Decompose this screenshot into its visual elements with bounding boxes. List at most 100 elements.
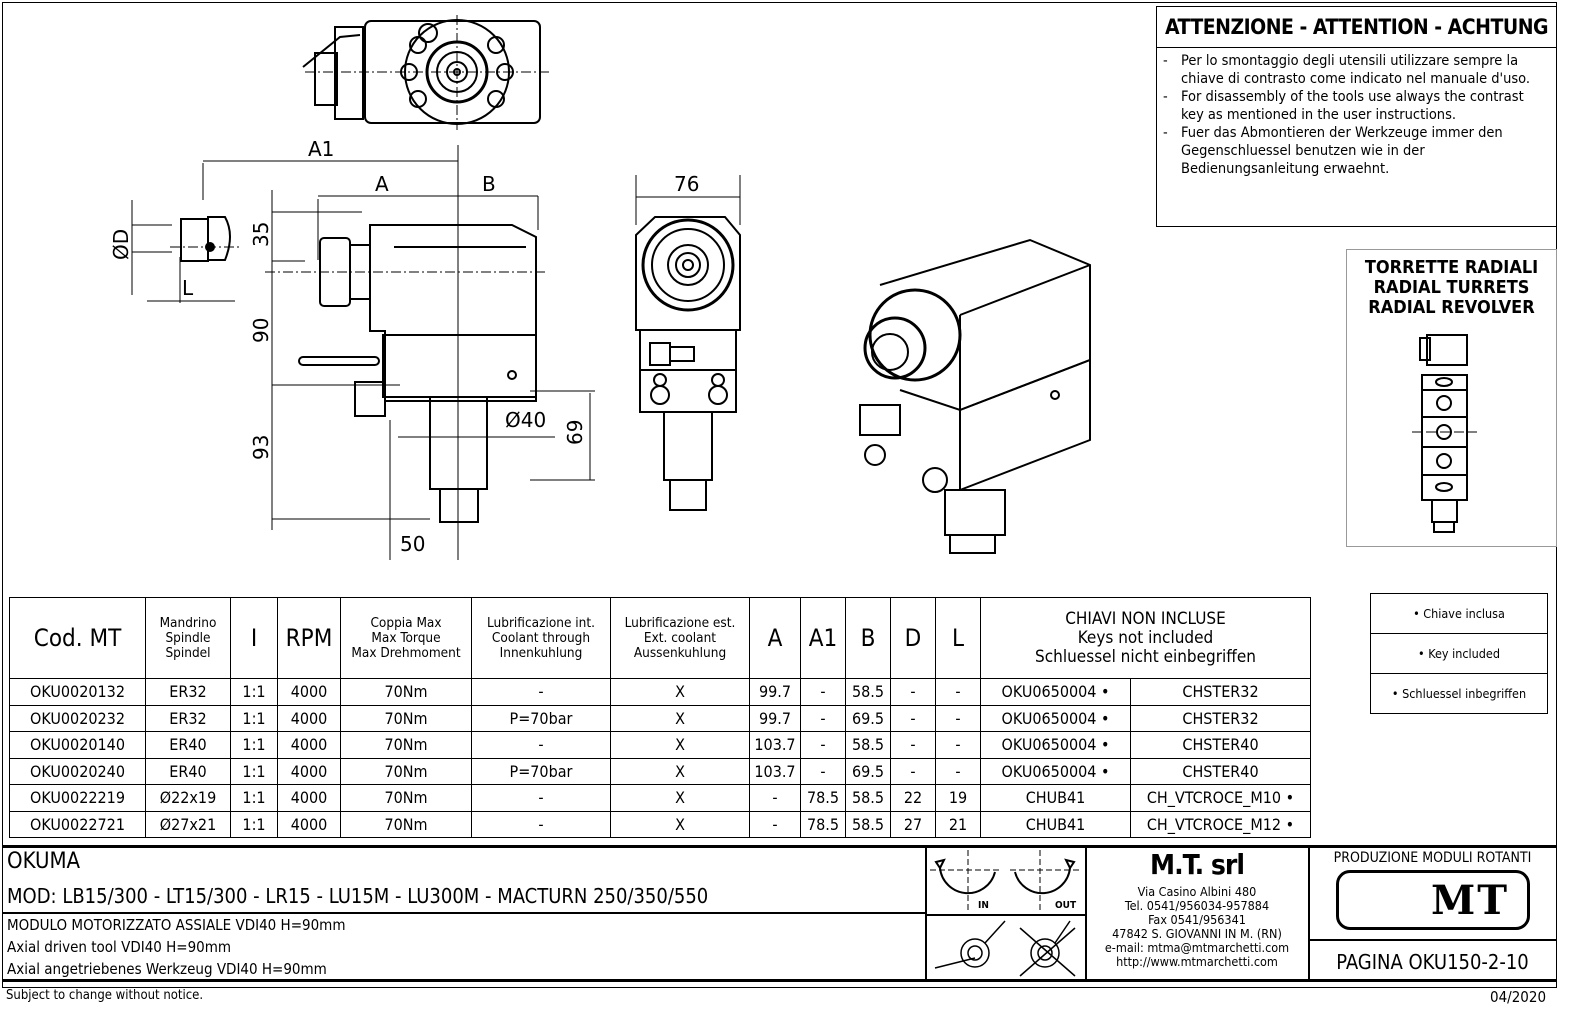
turret-type-box: TORRETTE RADIALI RADIAL TURRETS RADIAL R… xyxy=(1346,249,1557,547)
cell-torque: 70Nm xyxy=(340,704,472,732)
col-b: B xyxy=(845,597,891,679)
cell-coolant-int: P=70bar xyxy=(471,704,611,732)
dim-93: 93 xyxy=(249,435,273,460)
cell-coolant-int: - xyxy=(471,678,611,706)
col-ratio: I xyxy=(230,597,278,679)
cell-ratio: 1:1 xyxy=(230,810,278,838)
col-l: L xyxy=(935,597,981,679)
cell-rpm: 4000 xyxy=(277,678,341,706)
attention-item-de: -Fuer das Abmontieren der Werkzeuge imme… xyxy=(1163,125,1503,177)
cell-spindle: ER40 xyxy=(145,757,231,785)
cell-coolant-ext: X xyxy=(610,731,750,759)
cell-a: 99.7 xyxy=(749,678,801,706)
attention-item-it: -Per lo smontaggio degli utensili utiliz… xyxy=(1163,53,1531,87)
dim-d: ØD xyxy=(109,229,133,260)
cell-coolant-int: - xyxy=(471,784,611,812)
col-rpm: RPM xyxy=(277,597,341,679)
cell-rpm: 4000 xyxy=(277,757,341,785)
cell-torque: 70Nm xyxy=(340,784,472,812)
cell-cod: OKU0022219 xyxy=(9,784,146,812)
cell-a: - xyxy=(749,784,801,812)
divider xyxy=(925,848,927,979)
cell-a: 103.7 xyxy=(749,757,801,785)
cell-coolant-int: - xyxy=(471,810,611,838)
cell-d: - xyxy=(890,678,936,706)
radial-turret-icon xyxy=(1412,334,1477,533)
cell-d: 22 xyxy=(890,784,936,812)
company-name: M.T. srl xyxy=(1150,848,1245,881)
cell-torque: 70Nm xyxy=(340,678,472,706)
cell-b: 58.5 xyxy=(845,784,891,812)
cell-coolant-ext: X xyxy=(610,784,750,812)
col-a1: A1 xyxy=(800,597,846,679)
cell-d: 27 xyxy=(890,810,936,838)
cell-key1: OKU0650004 • xyxy=(980,731,1131,759)
dim-l: L xyxy=(182,276,194,300)
attention-item-en: -For disassembly of the tools use always… xyxy=(1163,89,1524,123)
change-notice: Subject to change without notice. xyxy=(6,988,204,1003)
cell-spindle: ER32 xyxy=(145,704,231,732)
attention-title: ATTENZIONE - ATTENTION - ACHTUNG xyxy=(1157,7,1556,48)
dim-50: 50 xyxy=(400,532,425,556)
cell-b: 58.5 xyxy=(845,731,891,759)
cell-b: 69.5 xyxy=(845,704,891,732)
rotation-out-label: OUT xyxy=(1055,900,1077,911)
isometric-view-drawing xyxy=(859,238,1091,554)
rotation-direction-icon: IN OUT xyxy=(930,850,1080,912)
cell-cod: OKU0020140 xyxy=(9,731,146,759)
col-d: D xyxy=(890,597,936,679)
mt-logo: MT xyxy=(1336,870,1530,930)
rotation-in-label: IN xyxy=(978,900,989,911)
dim-35: 35 xyxy=(249,222,273,247)
cell-a1: 78.5 xyxy=(800,810,846,838)
cell-spindle: ER32 xyxy=(145,678,231,706)
cell-key2: CHSTER40 xyxy=(1130,731,1311,759)
key-legend: • Chiave inclusa • Key included • Schlue… xyxy=(1370,593,1548,714)
cell-b: 58.5 xyxy=(845,678,891,706)
cell-ratio: 1:1 xyxy=(230,757,278,785)
cell-cod: OKU0020232 xyxy=(9,704,146,732)
col-cod: Cod. MT xyxy=(9,597,146,679)
cell-a1: - xyxy=(800,678,846,706)
cell-coolant-int: - xyxy=(471,731,611,759)
cell-key2: CHSTER32 xyxy=(1130,704,1311,732)
dim-d40: Ø40 xyxy=(505,408,546,432)
cell-b: 69.5 xyxy=(845,757,891,785)
dim-a1: A1 xyxy=(308,137,334,161)
cell-cod: OKU0020132 xyxy=(9,678,146,706)
cell-torque: 70Nm xyxy=(340,757,472,785)
cell-key2: CHSTER40 xyxy=(1130,757,1311,785)
cell-a: - xyxy=(749,810,801,838)
title-block xyxy=(2,845,1557,982)
dim-a: A xyxy=(375,172,389,196)
side-view-drawing: A1 A B 35 90 93 69 Ø40 50 ØD L xyxy=(109,137,595,560)
cell-rpm: 4000 xyxy=(277,810,341,838)
turret-type-label: TORRETTE RADIALI RADIAL TURRETS RADIAL R… xyxy=(1364,257,1539,318)
divider xyxy=(1308,848,1310,979)
front-view-drawing: 76 xyxy=(635,172,741,511)
cell-coolant-ext: X xyxy=(610,704,750,732)
divider xyxy=(1085,848,1087,979)
cell-l: - xyxy=(935,731,981,759)
legend-de: • Schluessel inbegriffen xyxy=(1370,673,1548,714)
legend-en: • Key included xyxy=(1370,633,1548,674)
cell-key2: CH_VTCROCE_M12 • xyxy=(1130,810,1311,838)
cell-key2: CH_VTCROCE_M10 • xyxy=(1130,784,1311,812)
cell-a1: - xyxy=(800,731,846,759)
desc-it: MODULO MOTORIZZATO ASSIALE VDI40 H=90mm xyxy=(7,916,346,934)
cell-key1: CHUB41 xyxy=(980,810,1131,838)
cell-coolant-ext: X xyxy=(610,678,750,706)
cell-d: - xyxy=(890,704,936,732)
cell-a1: - xyxy=(800,757,846,785)
cell-spindle: Ø22x19 xyxy=(145,784,231,812)
